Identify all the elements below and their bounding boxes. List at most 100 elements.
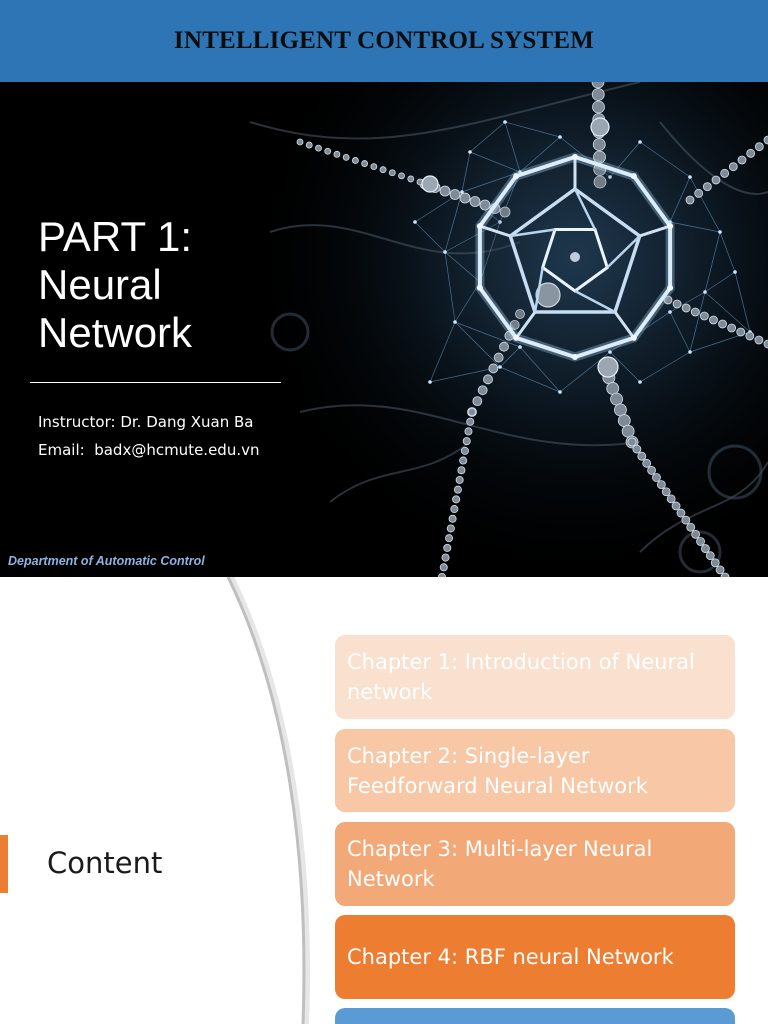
plexus-point (718, 230, 722, 234)
polyhedron-edge (510, 228, 556, 238)
bead (462, 437, 471, 446)
bead (715, 565, 725, 575)
bead (467, 407, 476, 416)
chapter-4-box[interactable]: Chapter 4: RBF neural Network (335, 915, 735, 999)
bead (701, 544, 710, 553)
chapter-1-box[interactable]: Chapter 1: Introduction of Neural networ… (335, 635, 735, 719)
background-node (270, 312, 310, 352)
bead (652, 473, 661, 482)
bead (483, 374, 493, 385)
bead (469, 196, 481, 207)
bead (448, 514, 457, 523)
bead (479, 199, 491, 211)
bead (617, 414, 631, 427)
bead (459, 456, 468, 465)
plexus-link (669, 176, 691, 223)
plexus-point (638, 140, 642, 144)
bead (398, 172, 405, 180)
chapter-2-label: Chapter 2: Single-layer Feedforward Neur… (347, 743, 648, 798)
bead (472, 396, 483, 407)
polyhedron-vertex (513, 334, 520, 341)
plexus-link (444, 251, 481, 283)
instructor-text: Instructor: Dr. Dang Xuan Ba (38, 413, 254, 431)
bead (690, 307, 700, 317)
plexus-link (504, 121, 521, 173)
plexus-link (469, 151, 521, 173)
bead (666, 494, 676, 504)
bead (632, 444, 642, 454)
chapter-3-label: Chapter 3: Multi-layer Neural Network (347, 837, 653, 891)
polyhedron-vertex (630, 173, 637, 180)
bead (685, 195, 695, 205)
plexus-point (668, 310, 672, 314)
bead (499, 206, 511, 218)
bead (627, 437, 637, 447)
bead (637, 451, 647, 461)
bead (681, 515, 691, 525)
polyhedron-vertex (630, 334, 637, 341)
background-node (678, 530, 722, 574)
bead (699, 311, 709, 321)
plexus-point (413, 220, 417, 224)
bead (459, 192, 471, 204)
title-line: Network (38, 309, 193, 356)
bead (460, 446, 469, 455)
plexus-link (454, 281, 481, 323)
chapter-5-box[interactable] (335, 1008, 735, 1024)
polyhedron-edge (533, 267, 544, 313)
plexus-point (558, 135, 562, 139)
polyhedron-vertex (667, 284, 674, 291)
polyhedron-edge (639, 224, 671, 238)
plexus-point (703, 290, 707, 294)
sphere-node (590, 117, 610, 137)
background-strands (249, 82, 768, 574)
bead (728, 162, 738, 172)
bead (445, 534, 454, 543)
title-line: Neural (38, 261, 162, 308)
plexus-link (639, 141, 691, 178)
polyhedron-vertex (476, 223, 483, 230)
polyhedron-core (570, 252, 580, 262)
plexus-point (733, 270, 737, 274)
bead (754, 142, 764, 152)
sphere-node (421, 175, 439, 193)
polyhedron-vertex (572, 154, 578, 160)
bead (446, 524, 455, 533)
plexus-link (469, 121, 506, 153)
chapter-3-box[interactable]: Chapter 3: Multi-layer Neural Network (335, 822, 735, 906)
bead (441, 553, 450, 562)
bead (763, 339, 768, 349)
plexus-point (558, 390, 562, 394)
plexus-link (499, 366, 561, 393)
bead (453, 485, 462, 494)
bead (499, 341, 509, 352)
bead (477, 385, 488, 396)
plexus-link (704, 291, 751, 333)
chapter-1-label: Chapter 1: Introduction of Neural networ… (347, 650, 695, 704)
polyhedron-edge (574, 289, 616, 314)
bead (449, 189, 461, 200)
bead (709, 315, 718, 325)
strand-line (269, 224, 521, 255)
plexus-link (429, 366, 501, 383)
plexus-point (503, 120, 507, 124)
strand-line (249, 82, 641, 140)
plexus-point (468, 150, 472, 154)
polyhedron-edge (573, 188, 597, 231)
bead (694, 188, 704, 198)
bead (315, 144, 322, 152)
bead (718, 319, 727, 329)
bead (711, 175, 721, 185)
plexus-link (519, 346, 561, 393)
bead (691, 529, 701, 539)
decorative-arc (226, 577, 310, 1024)
chapter-2-box[interactable]: Chapter 2: Single-layer Feedforward Neur… (335, 729, 735, 812)
plexus-point (608, 350, 612, 354)
bead (610, 392, 623, 406)
bead (455, 475, 464, 484)
plexus-point (428, 380, 432, 384)
bead (488, 363, 499, 374)
strand-line (639, 461, 768, 553)
neural-network-illustration (0, 82, 768, 577)
polyhedron-vertex (476, 284, 483, 291)
